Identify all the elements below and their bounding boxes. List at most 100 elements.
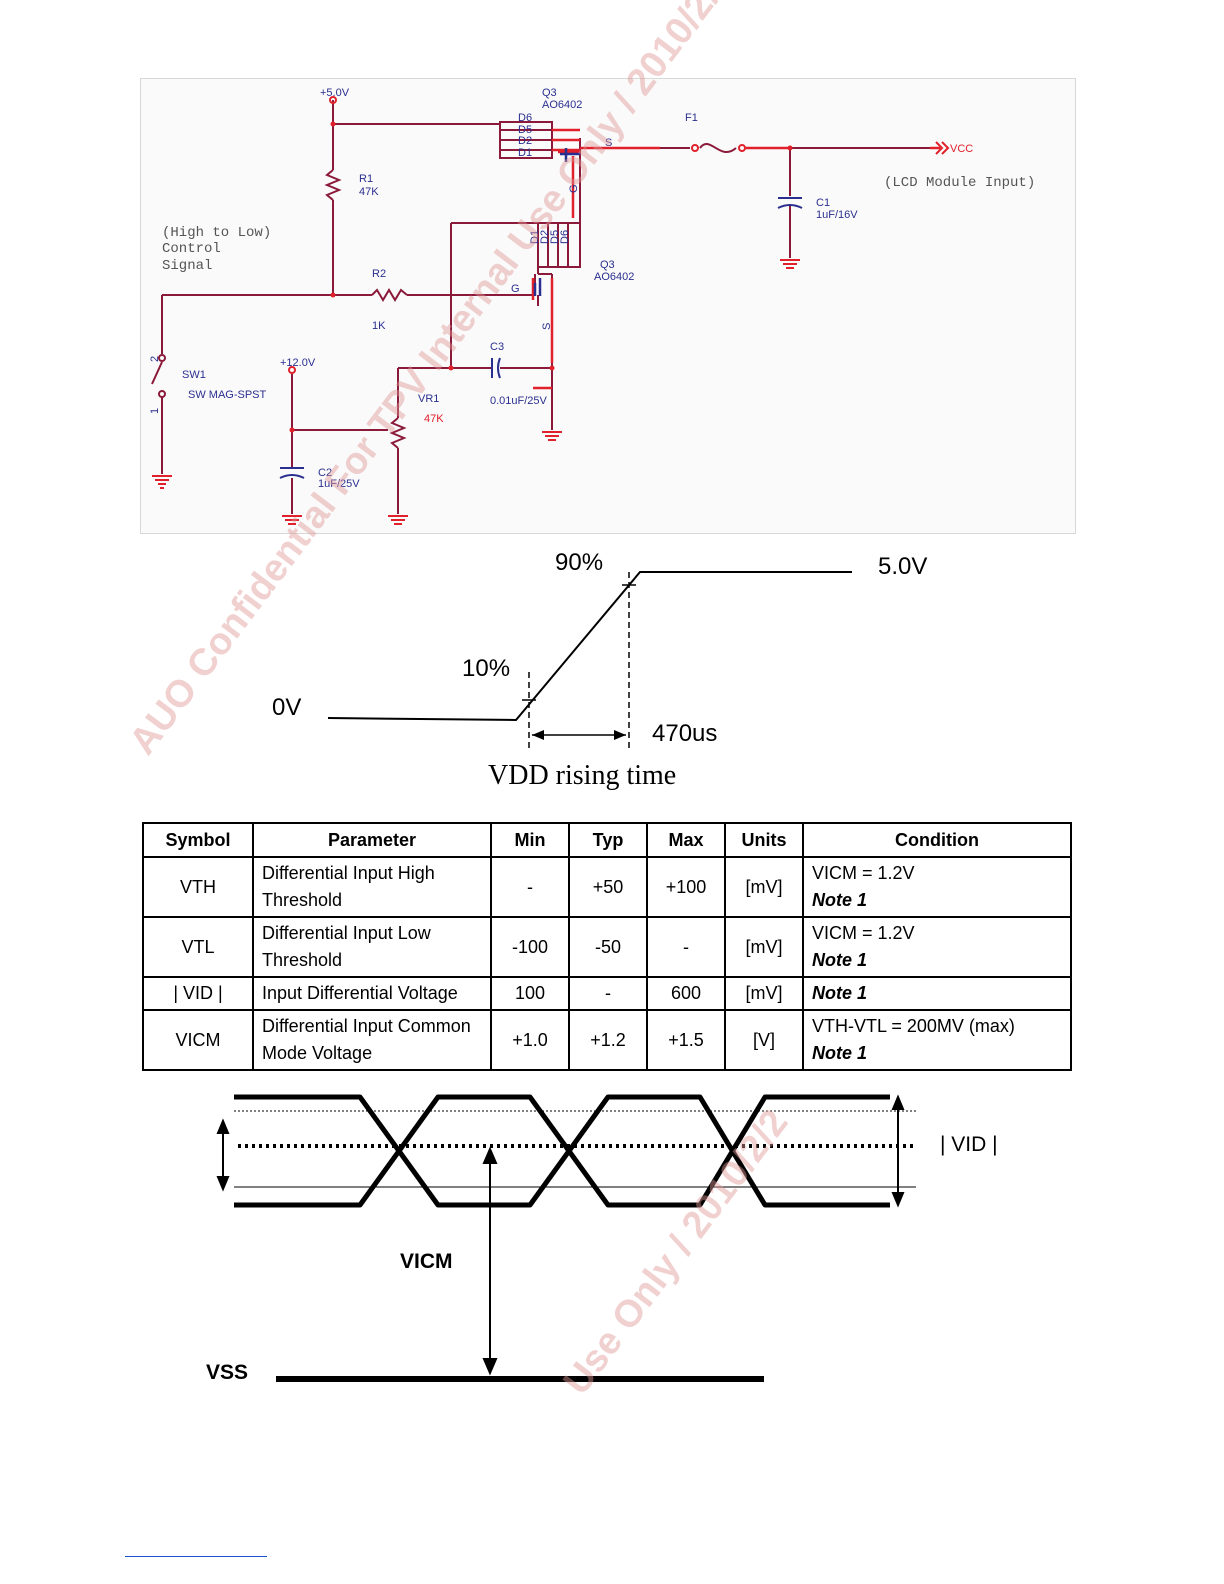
label-10-percent: 10% [462, 655, 510, 682]
cell-typ: -50 [568, 916, 648, 978]
differential-waveform [234, 1094, 890, 1208]
q3-top-part: AO6402 [542, 99, 582, 111]
header-units: Units [724, 822, 804, 858]
schematic-red-wires [531, 128, 940, 390]
q3-top-name: Q3 [542, 87, 557, 99]
q3-bot-part: AO6402 [594, 271, 634, 283]
sw-pin2: 2 [149, 356, 161, 362]
cell-condition: Note 1 [802, 976, 1072, 1011]
d2-bot-label: D2 [539, 230, 551, 244]
c2-value: 1uF/25V [318, 478, 360, 490]
pin-g-top: G [568, 184, 580, 193]
d5-bot-label: D5 [549, 230, 561, 244]
vid-label: | VID | [940, 1133, 998, 1156]
c2-name: C2 [318, 467, 332, 479]
header-parameter: Parameter [252, 822, 492, 858]
table-row: | VID | Input Differential Voltage 100 -… [142, 976, 1072, 1011]
cell-parameter: Input Differential Voltage [252, 976, 492, 1011]
control-signal-line3: Signal [162, 258, 212, 274]
cell-symbol: VTL [142, 916, 254, 978]
cell-symbol: | VID | [142, 976, 254, 1011]
sw1-type: SW MAG-SPST [188, 389, 267, 401]
header-min: Min [490, 822, 570, 858]
r2-value: 1K [372, 320, 386, 332]
vcc-arrow [935, 141, 950, 155]
mosfet-symbols [533, 148, 580, 296]
d1-bot-label: D1 [529, 230, 541, 244]
label-0v: 0V [272, 694, 301, 721]
table-header-row: Symbol Parameter Min Typ Max Units Condi… [142, 822, 1072, 858]
pin-g-bot: G [511, 283, 520, 295]
d6-bot-label: D6 [559, 230, 571, 244]
ground-symbols [152, 259, 800, 525]
cell-max: +1.5 [646, 1009, 726, 1071]
lcd-module-input-label: (LCD Module Input) [884, 175, 1035, 191]
control-signal-line1: (High to Low) [162, 225, 271, 241]
cell-min: +1.0 [490, 1009, 570, 1071]
vcc-label: VCC [950, 143, 973, 155]
lvds-waveform-diagram: | VID | VICM VSS [206, 1094, 998, 1384]
label-90-percent: 90% [555, 549, 603, 576]
cell-max: 600 [646, 976, 726, 1011]
label-5v: 5.0V [878, 553, 927, 580]
cell-units: [mV] [724, 976, 804, 1011]
vr1-name: VR1 [418, 393, 439, 405]
r1-value: 47K [359, 186, 379, 198]
control-signal-line2: Control [162, 241, 221, 257]
cell-typ: - [568, 976, 648, 1011]
d1-label: D1 [518, 147, 532, 159]
c1-name: C1 [816, 197, 830, 209]
rising-time-caption: VDD rising time [488, 760, 676, 791]
cell-units: [mV] [724, 916, 804, 978]
d5-label: D5 [518, 124, 532, 136]
cell-symbol: VTH [142, 856, 254, 918]
cell-min: -100 [490, 916, 570, 978]
header-typ: Typ [568, 822, 648, 858]
lvds-spec-table: Symbol Parameter Min Typ Max Units Condi… [142, 822, 1072, 1071]
cell-symbol: VICM [142, 1009, 254, 1071]
schematic-nodes [288, 96, 793, 433]
cell-units: [mV] [724, 856, 804, 918]
cell-max: +100 [646, 856, 726, 918]
c3-value: 0.01uF/25V [490, 395, 548, 407]
vid-arrows [216, 1094, 905, 1376]
d6-label: D6 [518, 112, 532, 124]
r1-name: R1 [359, 173, 373, 185]
pin-s-top: S [605, 137, 612, 149]
sw-pin1: 1 [149, 408, 161, 414]
vdd-rising-time-diagram: 90% 5.0V 10% 0V 470us VDD rising time [272, 549, 927, 791]
r2-name: R2 [372, 268, 386, 280]
cell-condition: VTH-VTL = 200MV (max)Note 1 [802, 1009, 1072, 1071]
vr1-value: 47K [424, 413, 444, 425]
v12-label: +12.0V [280, 357, 316, 369]
cell-typ: +50 [568, 856, 648, 918]
c1-value: 1uF/16V [816, 209, 858, 221]
rising-waveform [327, 571, 852, 722]
cell-min: 100 [490, 976, 570, 1011]
cell-typ: +1.2 [568, 1009, 648, 1071]
q3-bot-name: Q3 [600, 259, 615, 271]
capacitor-symbols [279, 197, 803, 479]
footnote-separator [125, 1556, 267, 1557]
vicm-label: VICM [400, 1250, 453, 1273]
pin-s-bot: S [541, 323, 553, 330]
label-470us: 470us [652, 720, 717, 747]
sw1-name: SW1 [182, 369, 206, 381]
header-condition: Condition [802, 822, 1072, 858]
cell-max: - [646, 916, 726, 978]
cell-min: - [490, 856, 570, 918]
power-circuit-schematic: +5.0V Q3 AO6402 D6 D5 D2 D1 S G F1 VCC C… [140, 78, 1076, 534]
vss-label: VSS [206, 1361, 248, 1384]
header-symbol: Symbol [142, 822, 254, 858]
d2-label: D2 [518, 135, 532, 147]
v5-label: +5.0V [320, 87, 350, 99]
cell-units: [V] [724, 1009, 804, 1071]
